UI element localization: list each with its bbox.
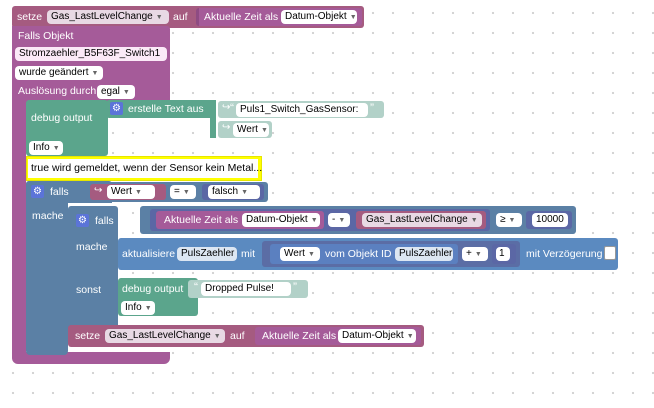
return-arrow-icon: ↪ xyxy=(94,185,103,196)
compare-right-select[interactable]: falsch▼ xyxy=(208,185,260,199)
delay-label: mit Verzögerung xyxy=(526,248,603,260)
debug1-level-select[interactable]: Info▼ xyxy=(29,141,63,155)
text-join-block[interactable] xyxy=(106,100,216,118)
outer-if-footer xyxy=(26,345,68,355)
compare-left-select[interactable]: Wert▼ xyxy=(107,185,155,199)
dropdown-arrow-icon: ▼ xyxy=(134,189,142,196)
dropdown-arrow-icon: ▼ xyxy=(310,217,318,224)
string-quote-close: ” xyxy=(370,101,374,115)
inner-if-falls: falls xyxy=(95,215,114,227)
gear-icon[interactable]: ⚙ xyxy=(110,102,123,115)
inner-if-mache: mache xyxy=(76,241,108,253)
trigger-event-select[interactable]: wurde geändert▼ xyxy=(15,66,103,80)
top-set-on: auf xyxy=(173,11,188,23)
trigger-title: Falls Objekt xyxy=(18,30,74,42)
bottom-set-on: auf xyxy=(230,330,245,342)
top-set-variable[interactable]: Gas_LastLevelChange▼ xyxy=(47,10,169,24)
compare-op-select[interactable]: =▼ xyxy=(170,185,196,199)
plus-op-select[interactable]: +▼ xyxy=(462,247,488,261)
top-set-keyword: setze xyxy=(17,11,43,23)
text-join-body xyxy=(210,100,216,138)
dropdown-arrow-icon: ▼ xyxy=(122,89,130,96)
object-from-label: vom Objekt ID xyxy=(325,248,392,260)
trigger-object-id[interactable]: Stromzaehler_B5F63F_Switch1 xyxy=(15,47,167,61)
object-id-field[interactable]: PulsZaehler xyxy=(395,247,453,261)
string-quote-open: “ xyxy=(230,101,234,115)
top-time-format[interactable]: Datum-Objekt▼ xyxy=(281,10,357,24)
outer-if-falls: falls xyxy=(50,186,69,198)
dropdown-arrow-icon: ▼ xyxy=(470,217,478,224)
gear-icon[interactable]: ⚙ xyxy=(76,214,89,227)
trigger-by-select[interactable]: egal▼ xyxy=(97,85,135,99)
bottom-time-prefix: Aktuelle Zeit als xyxy=(262,330,337,342)
trigger-block[interactable] xyxy=(12,26,170,104)
bottom-set-variable[interactable]: Gas_LastLevelChange▼ xyxy=(105,329,225,343)
dropdown-arrow-icon: ▼ xyxy=(307,251,315,258)
bottom-set-keyword: setze xyxy=(75,330,101,342)
text-join-label: erstelle Text aus xyxy=(128,103,204,115)
update-target[interactable]: PulsZaehler xyxy=(177,247,237,261)
inner-if-sonst: sonst xyxy=(76,284,102,296)
debug2-level-select[interactable]: Info▼ xyxy=(121,301,155,315)
inner-time-prefix: Aktuelle Zeit als xyxy=(164,214,239,226)
dropdown-arrow-icon: ▼ xyxy=(349,14,357,21)
dropdown-arrow-icon: ▼ xyxy=(260,127,268,134)
debug2-string[interactable]: Dropped Pulse! xyxy=(201,282,291,296)
one-value[interactable]: 1 xyxy=(496,247,510,261)
dropdown-arrow-icon: ▼ xyxy=(155,14,163,21)
inner-cmp-select[interactable]: ≥▼ xyxy=(496,213,522,227)
dropdown-arrow-icon: ▼ xyxy=(213,333,221,340)
string-quote-open: “ xyxy=(194,280,198,294)
trigger-bottom-bar xyxy=(12,352,170,364)
math-op-select[interactable]: -▼ xyxy=(328,213,350,227)
outer-if-block[interactable] xyxy=(26,181,68,351)
value-select[interactable]: Wert▼ xyxy=(233,123,269,137)
gear-icon[interactable]: ⚙ xyxy=(31,185,44,198)
dropdown-arrow-icon: ▼ xyxy=(241,189,249,196)
dropdown-arrow-icon: ▼ xyxy=(406,333,414,340)
inner-time-format[interactable]: Datum-Objekt▼ xyxy=(242,213,320,227)
threshold-value[interactable]: 10000 xyxy=(532,213,568,227)
dropdown-arrow-icon: ▼ xyxy=(338,217,346,224)
debug1-label: debug output xyxy=(31,112,93,124)
update-with: mit xyxy=(241,248,255,260)
trigger-body-left xyxy=(12,26,26,362)
string-value[interactable]: Puls1_Switch_GasSensor: xyxy=(236,103,368,117)
inner-var-select[interactable]: Gas_LastLevelChange▼ xyxy=(362,213,482,227)
top-time-prefix: Aktuelle Zeit als xyxy=(204,11,279,23)
trigger-by-label: Auslösung durch xyxy=(18,85,97,97)
comment-text: true wird gemeldet, wenn der Sensor kein… xyxy=(31,162,263,174)
dropdown-arrow-icon: ▼ xyxy=(182,189,190,196)
return-arrow-icon: ↪ xyxy=(222,102,231,113)
string-quote-close: ” xyxy=(293,280,297,294)
update-label: aktualisiere xyxy=(122,248,176,260)
dropdown-arrow-icon: ▼ xyxy=(474,251,482,258)
comment-text-bg xyxy=(28,159,258,178)
object-value-select[interactable]: Wert▼ xyxy=(280,247,320,261)
dropdown-arrow-icon: ▼ xyxy=(508,217,516,224)
return-arrow-icon: ↪ xyxy=(222,122,231,133)
dropdown-arrow-icon: ▼ xyxy=(52,145,60,152)
outer-if-mache: mache xyxy=(32,210,64,222)
delay-checkbox[interactable] xyxy=(604,246,616,260)
inner-if-block[interactable] xyxy=(68,206,118,346)
dropdown-arrow-icon: ▼ xyxy=(91,70,99,77)
dropdown-arrow-icon: ▼ xyxy=(144,305,152,312)
bottom-time-format[interactable]: Datum-Objekt▼ xyxy=(338,329,416,343)
debug2-label: debug output xyxy=(122,283,184,295)
